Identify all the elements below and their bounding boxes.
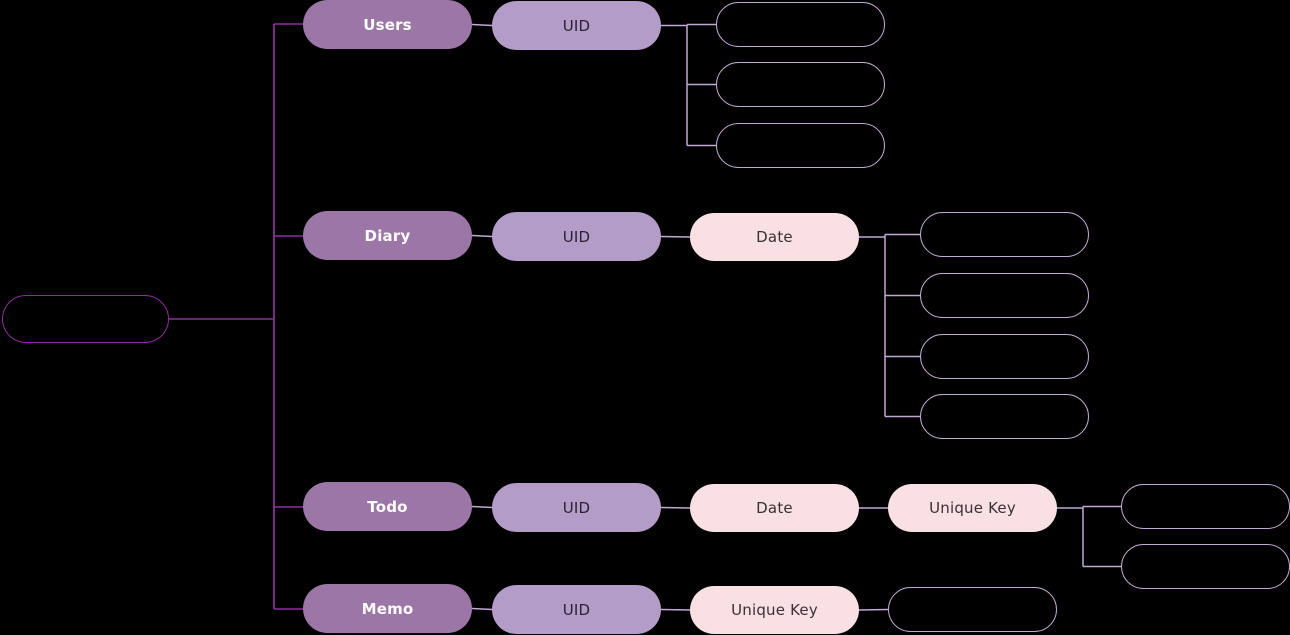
node-todo-leaf-1[interactable]	[1121, 484, 1290, 529]
node-users-uid-leaf-2[interactable]	[716, 62, 885, 107]
node-todo-leaf-2[interactable]	[1121, 544, 1290, 589]
node-todo-date[interactable]: Date	[690, 484, 859, 532]
node-todo[interactable]: Todo	[303, 482, 472, 531]
node-users[interactable]: Users	[303, 0, 472, 49]
node-root[interactable]	[2, 295, 169, 343]
node-memo-uid[interactable]: UID	[492, 585, 661, 634]
node-memo-label: Memo	[361, 599, 414, 618]
node-memo-unique-key-label: Unique Key	[731, 601, 818, 619]
node-diary[interactable]: Diary	[303, 211, 472, 260]
node-users-uid[interactable]: UID	[492, 1, 661, 50]
node-todo-unique-key[interactable]: Unique Key	[888, 484, 1057, 532]
node-todo-uid-label: UID	[562, 498, 591, 517]
node-users-uid-leaf-1[interactable]	[716, 2, 885, 47]
node-memo-uid-label: UID	[562, 600, 591, 619]
node-todo-unique-key-label: Unique Key	[929, 499, 1016, 517]
node-todo-label: Todo	[367, 497, 408, 516]
node-todo-date-label: Date	[756, 499, 793, 517]
node-diary-uid-label: UID	[562, 227, 591, 246]
node-todo-uid[interactable]: UID	[492, 483, 661, 532]
node-diary-date[interactable]: Date	[690, 213, 859, 261]
node-diary-date-leaf-1[interactable]	[920, 212, 1089, 257]
node-diary-date-leaf-4[interactable]	[920, 394, 1089, 439]
node-users-uid-leaf-3[interactable]	[716, 123, 885, 168]
node-diary-uid[interactable]: UID	[492, 212, 661, 261]
node-memo[interactable]: Memo	[303, 584, 472, 633]
node-diary-date-label: Date	[756, 228, 793, 246]
node-users-label: Users	[363, 15, 412, 34]
node-diary-date-leaf-2[interactable]	[920, 273, 1089, 318]
node-diary-date-leaf-3[interactable]	[920, 334, 1089, 379]
node-memo-unique-key[interactable]: Unique Key	[690, 586, 859, 634]
node-memo-leaf-1[interactable]	[888, 587, 1057, 632]
node-diary-label: Diary	[364, 226, 411, 245]
node-users-uid-label: UID	[562, 16, 591, 35]
